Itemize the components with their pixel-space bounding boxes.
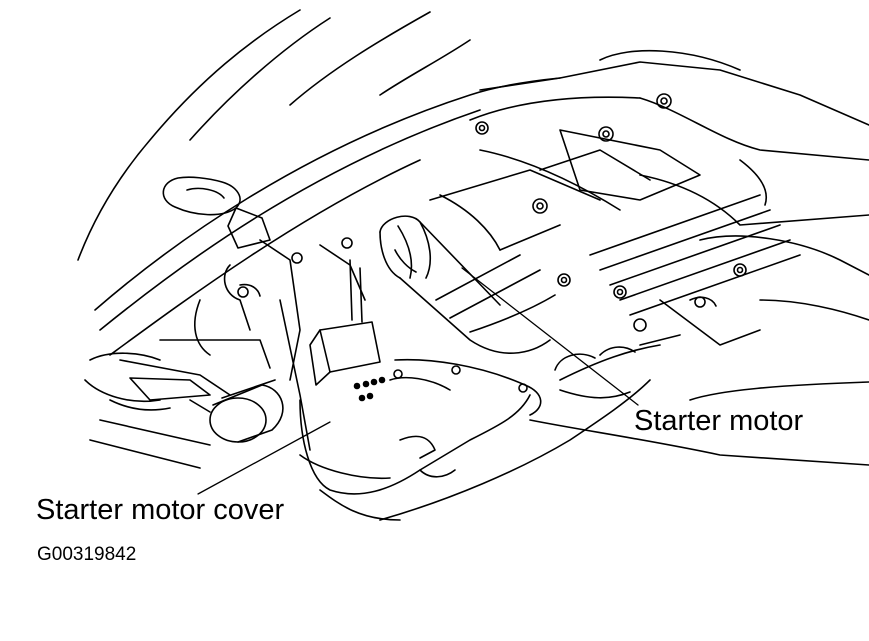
starter-motor-cover-callout: Starter motor cover (36, 494, 285, 526)
exhaust-pipe (300, 335, 869, 520)
starter-motor (380, 170, 600, 353)
engine-left-components (85, 238, 365, 468)
transmission-housing (470, 51, 869, 331)
ribbed-panel (590, 195, 800, 345)
figure-code: G00319842 (37, 544, 137, 565)
leader-lines (198, 268, 638, 494)
oil-filter (210, 380, 283, 442)
starter-motor-leader (462, 268, 638, 405)
starter-motor-callout: Starter motor (634, 405, 804, 437)
tow-hook (163, 177, 270, 248)
starter-motor-cover (300, 260, 541, 494)
starter-motor-cover-leader (198, 422, 330, 494)
